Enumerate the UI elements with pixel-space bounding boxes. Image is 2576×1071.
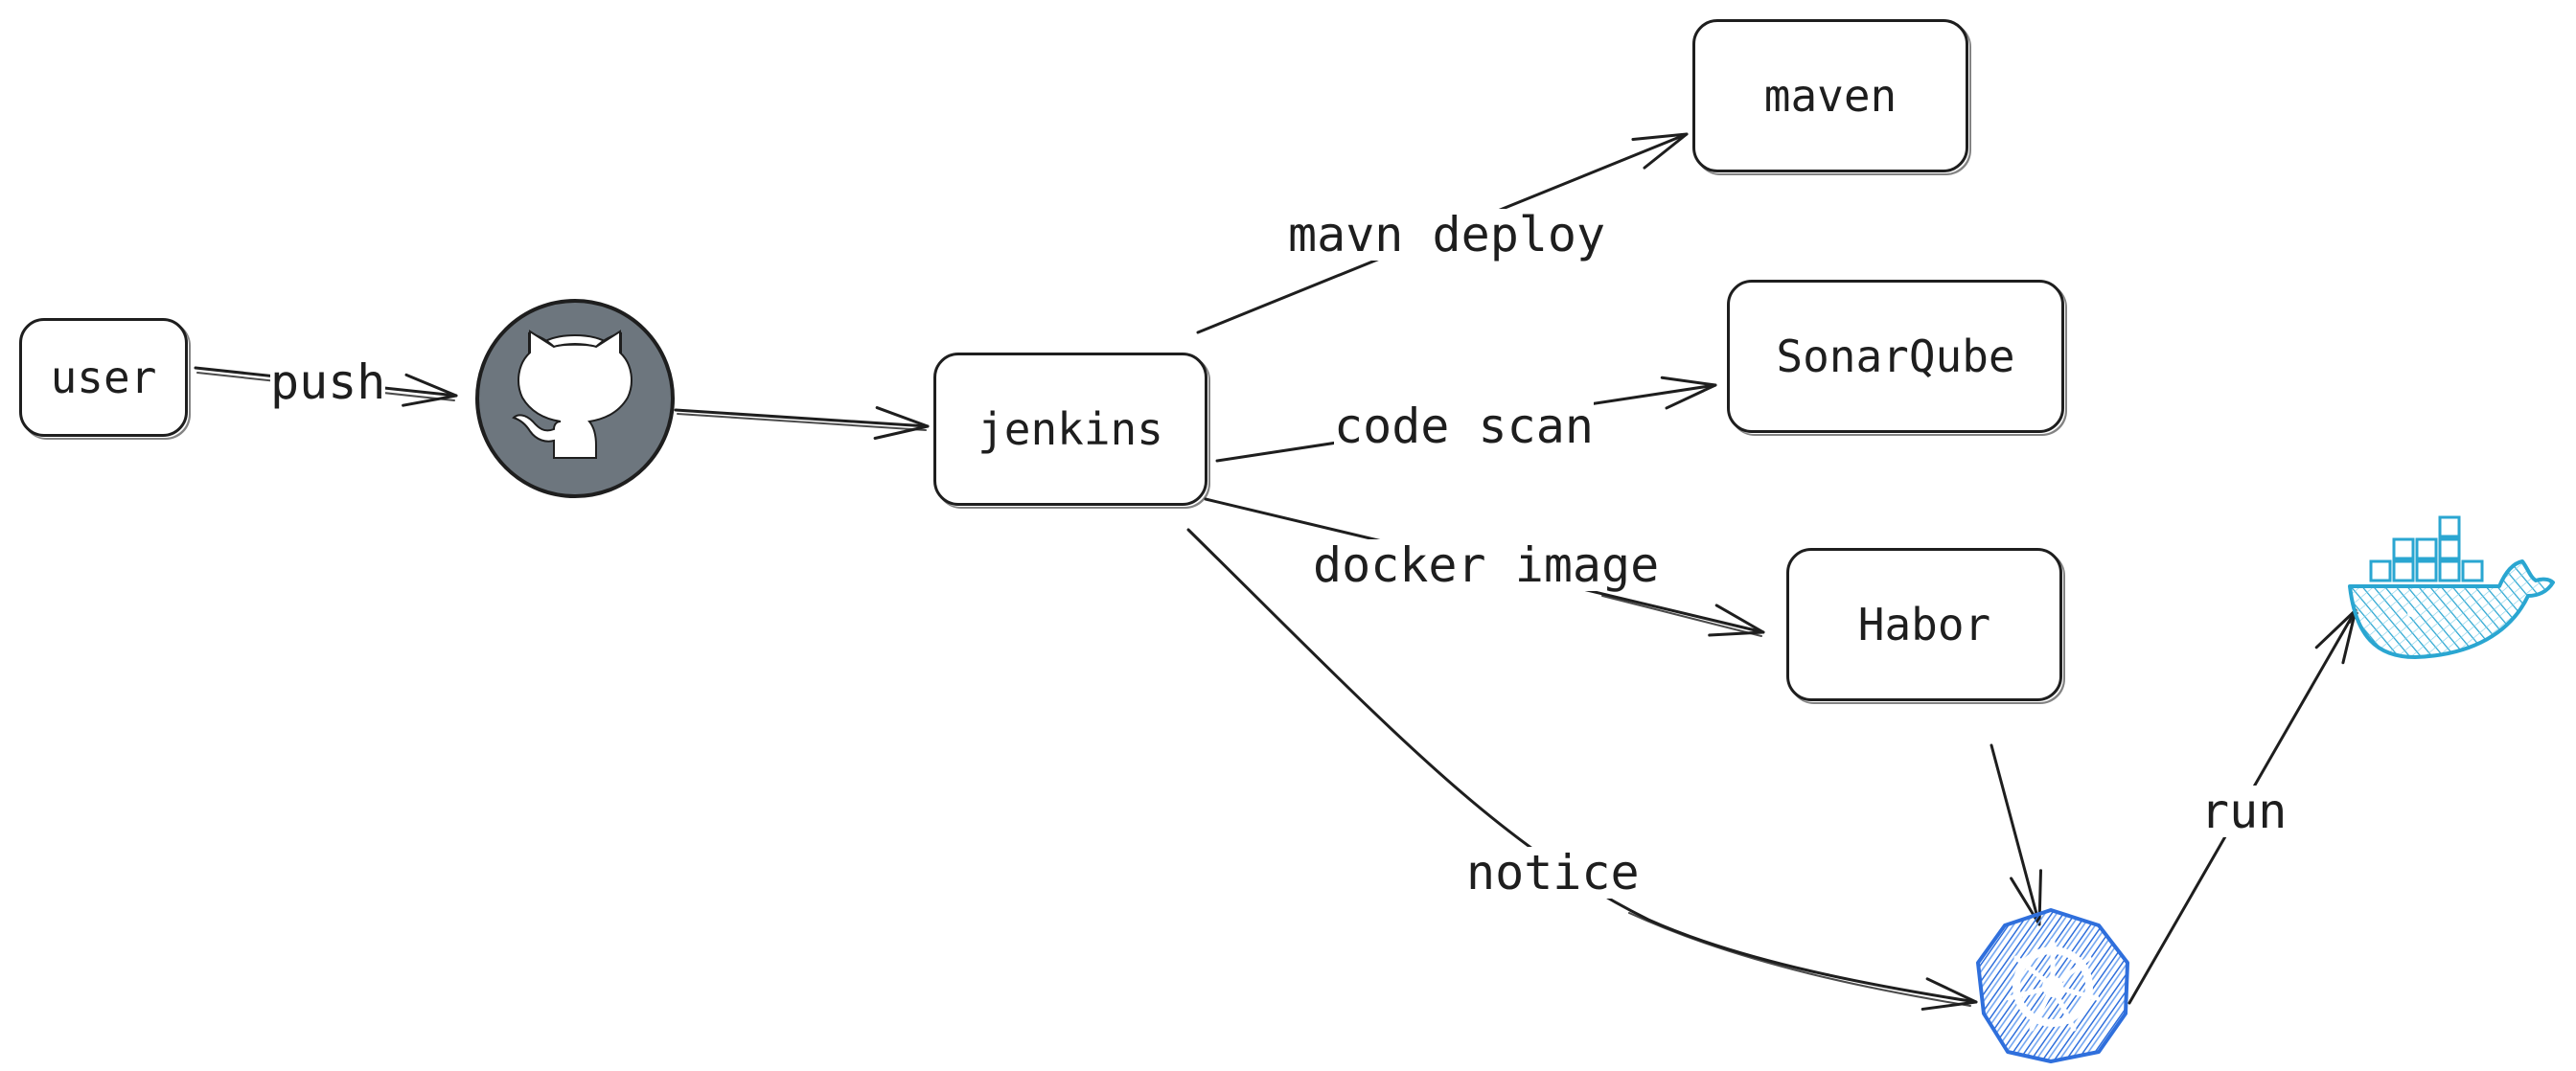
kubernetes-icon bbox=[1976, 908, 2129, 1063]
label-code-scan: code scan bbox=[1334, 399, 1594, 454]
label-notice: notice bbox=[1466, 845, 1640, 900]
node-sonarqube[interactable]: SonarQube bbox=[1727, 280, 2064, 433]
edge-habor-k8s bbox=[1990, 743, 2043, 926]
node-jenkins[interactable]: jenkins bbox=[933, 353, 1208, 506]
edge-notice-sketch bbox=[1628, 912, 1971, 1007]
edge-docker-image-sketch bbox=[1601, 595, 1762, 637]
github-icon bbox=[475, 299, 675, 498]
label-docker-image: docker image bbox=[1313, 537, 1660, 593]
label-mavn-deploy: mavn deploy bbox=[1288, 207, 1606, 262]
edge-github-jenkins bbox=[674, 406, 930, 440]
edge-github-jenkins-sketch bbox=[677, 413, 927, 431]
label-push: push bbox=[270, 354, 386, 410]
docker-icon bbox=[2348, 515, 2555, 659]
node-habor[interactable]: Habor bbox=[1786, 548, 2062, 701]
node-user[interactable]: user bbox=[19, 318, 188, 437]
label-run: run bbox=[2200, 784, 2288, 839]
node-maven[interactable]: maven bbox=[1692, 19, 1968, 172]
